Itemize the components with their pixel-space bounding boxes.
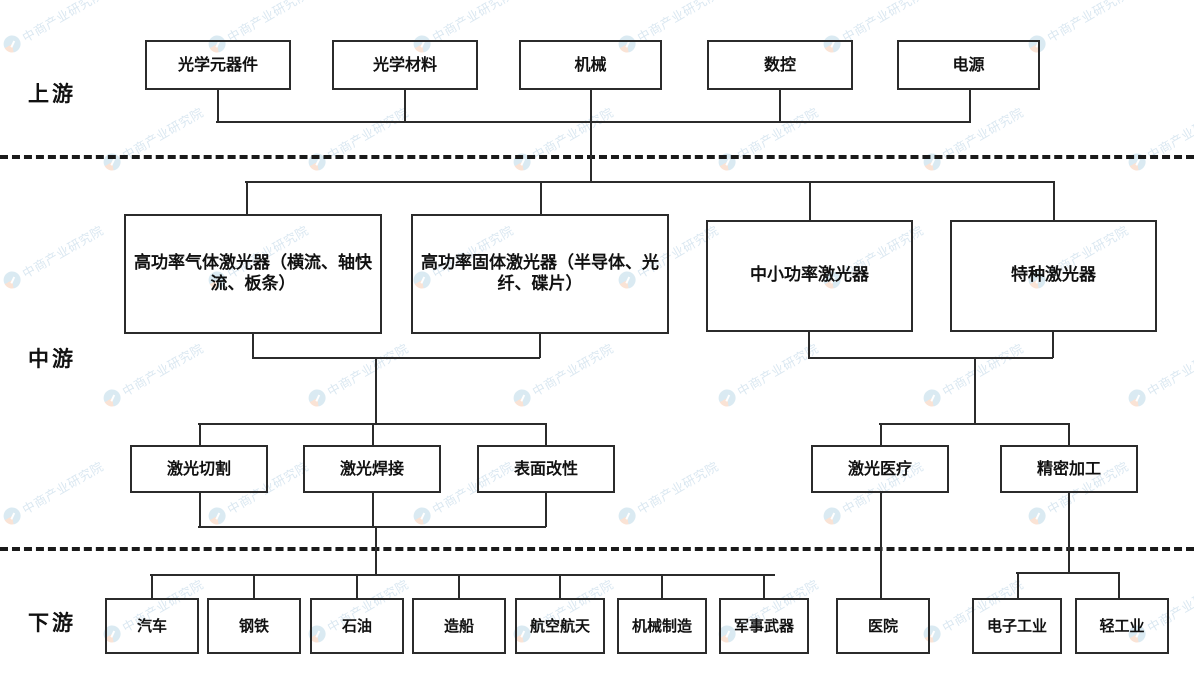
- drop-laser-welding: [372, 423, 374, 446]
- node-automobile[interactable]: 汽车: [105, 598, 199, 654]
- stem-special-down: [1052, 331, 1054, 358]
- drop-special-laser: [1053, 181, 1055, 221]
- drop-military: [763, 574, 765, 599]
- trunk-app-to-downstream: [375, 526, 377, 575]
- node-label: 机械制造: [631, 616, 692, 635]
- node-label: 高功率固体激光器（半导体、光纤、碟片）: [421, 252, 659, 294]
- node-high-power-gas-laser[interactable]: 高功率气体激光器（横流、轴快流、板条）: [124, 214, 382, 334]
- node-mechanical[interactable]: 机械: [519, 40, 662, 90]
- node-label: 光学元器件: [177, 55, 258, 74]
- node-laser-cutting[interactable]: 激光切割: [130, 445, 268, 493]
- bus-right-mid-collect: [808, 357, 1053, 359]
- drop-aerospace: [559, 574, 561, 599]
- stage-label-upstream: 上游: [28, 82, 76, 106]
- node-special-laser[interactable]: 特种激光器: [950, 220, 1157, 332]
- trunk-up-to-mid: [590, 121, 592, 182]
- trunk-mid-to-app-right: [974, 357, 976, 424]
- node-optical-materials[interactable]: 光学材料: [332, 40, 478, 90]
- stem-optical-components: [217, 90, 219, 122]
- stem-surface-down: [545, 492, 547, 527]
- node-label: 航空航天: [529, 616, 590, 635]
- stem-welding-down: [372, 492, 374, 527]
- node-label: 激光切割: [166, 459, 231, 478]
- drop-laser-cutting: [199, 423, 201, 446]
- drop-solid-laser: [540, 181, 542, 215]
- stem-power-supply: [969, 90, 971, 122]
- node-label: 机械: [574, 55, 607, 74]
- node-label: 高功率气体激光器（横流、轴快流、板条）: [134, 252, 372, 294]
- node-machinery-mfg[interactable]: 机械制造: [617, 598, 707, 654]
- stem-gas-laser-down: [252, 333, 254, 358]
- drop-surface-mod: [545, 423, 547, 446]
- node-label: 造船: [443, 616, 474, 635]
- node-power-supply[interactable]: 电源: [897, 40, 1040, 90]
- node-cnc[interactable]: 数控: [707, 40, 853, 90]
- bus-upstream-collect: [216, 121, 971, 123]
- node-aerospace[interactable]: 航空航天: [515, 598, 605, 654]
- node-label: 钢铁: [238, 616, 269, 635]
- stem-mechanical: [590, 90, 592, 122]
- drop-midlow-laser: [809, 181, 811, 221]
- node-petroleum[interactable]: 石油: [310, 598, 404, 654]
- stem-cutting-down: [199, 492, 201, 527]
- drop-light-industry: [1118, 572, 1120, 599]
- node-label: 医院: [867, 616, 898, 635]
- bus-right-app-fan: [879, 423, 1069, 425]
- drop-steel: [253, 574, 255, 599]
- node-label: 电子工业: [986, 616, 1047, 635]
- bus-midstream-fan: [245, 181, 1055, 183]
- node-light-industry[interactable]: 轻工业: [1075, 598, 1169, 654]
- node-label: 激光医疗: [847, 459, 912, 478]
- drop-petroleum: [356, 574, 358, 599]
- node-label: 轻工业: [1099, 616, 1145, 635]
- node-label: 军事武器: [733, 616, 794, 635]
- bus-downstream-fan: [150, 574, 775, 576]
- drop-automobile: [151, 574, 153, 599]
- node-label: 汽车: [136, 616, 167, 635]
- node-laser-welding[interactable]: 激光焊接: [303, 445, 441, 493]
- drop-shipbuilding: [458, 574, 460, 599]
- drop-gas-laser: [246, 181, 248, 215]
- drop-machinery: [661, 574, 663, 599]
- bus-precision-fan: [1016, 572, 1119, 574]
- trunk-precision-down: [1068, 492, 1070, 573]
- stage-label-midstream: 中游: [28, 347, 76, 371]
- stem-cnc: [779, 90, 781, 122]
- node-label: 激光焊接: [339, 459, 404, 478]
- node-hospital[interactable]: 医院: [836, 598, 930, 654]
- trunk-mid-to-app-left: [375, 357, 377, 424]
- drop-laser-medical: [880, 423, 882, 446]
- node-label: 光学材料: [372, 55, 437, 74]
- stem-optical-materials: [404, 90, 406, 122]
- node-label: 特种激光器: [1011, 265, 1096, 286]
- node-label: 数控: [763, 55, 796, 74]
- node-shipbuilding[interactable]: 造船: [412, 598, 506, 654]
- bus-left-mid-collect: [252, 357, 540, 359]
- node-label: 中小功率激光器: [750, 265, 869, 286]
- stem-solid-laser-down: [539, 333, 541, 358]
- drop-precision: [1068, 423, 1070, 446]
- node-military-weapons[interactable]: 军事武器: [719, 598, 809, 654]
- node-precision-machining[interactable]: 精密加工: [1000, 445, 1138, 493]
- drop-electronics: [1017, 572, 1019, 599]
- divider-upper: [0, 155, 1194, 159]
- node-label: 电源: [952, 55, 985, 74]
- node-optical-components[interactable]: 光学元器件: [145, 40, 291, 90]
- node-high-power-solid-laser[interactable]: 高功率固体激光器（半导体、光纤、碟片）: [411, 214, 669, 334]
- node-surface-modification[interactable]: 表面改性: [477, 445, 615, 493]
- node-label: 表面改性: [513, 459, 578, 478]
- node-electronics-industry[interactable]: 电子工业: [972, 598, 1062, 654]
- stem-midlow-down: [808, 331, 810, 358]
- divider-lower: [0, 547, 1194, 551]
- stage-label-downstream: 下游: [28, 611, 76, 635]
- trunk-medical-hospital: [880, 492, 882, 599]
- node-label: 石油: [341, 616, 372, 635]
- node-steel[interactable]: 钢铁: [207, 598, 301, 654]
- node-laser-medical[interactable]: 激光医疗: [811, 445, 949, 493]
- node-label: 精密加工: [1036, 459, 1101, 478]
- node-mid-low-power-laser[interactable]: 中小功率激光器: [706, 220, 913, 332]
- bus-app-left-collect: [198, 526, 546, 528]
